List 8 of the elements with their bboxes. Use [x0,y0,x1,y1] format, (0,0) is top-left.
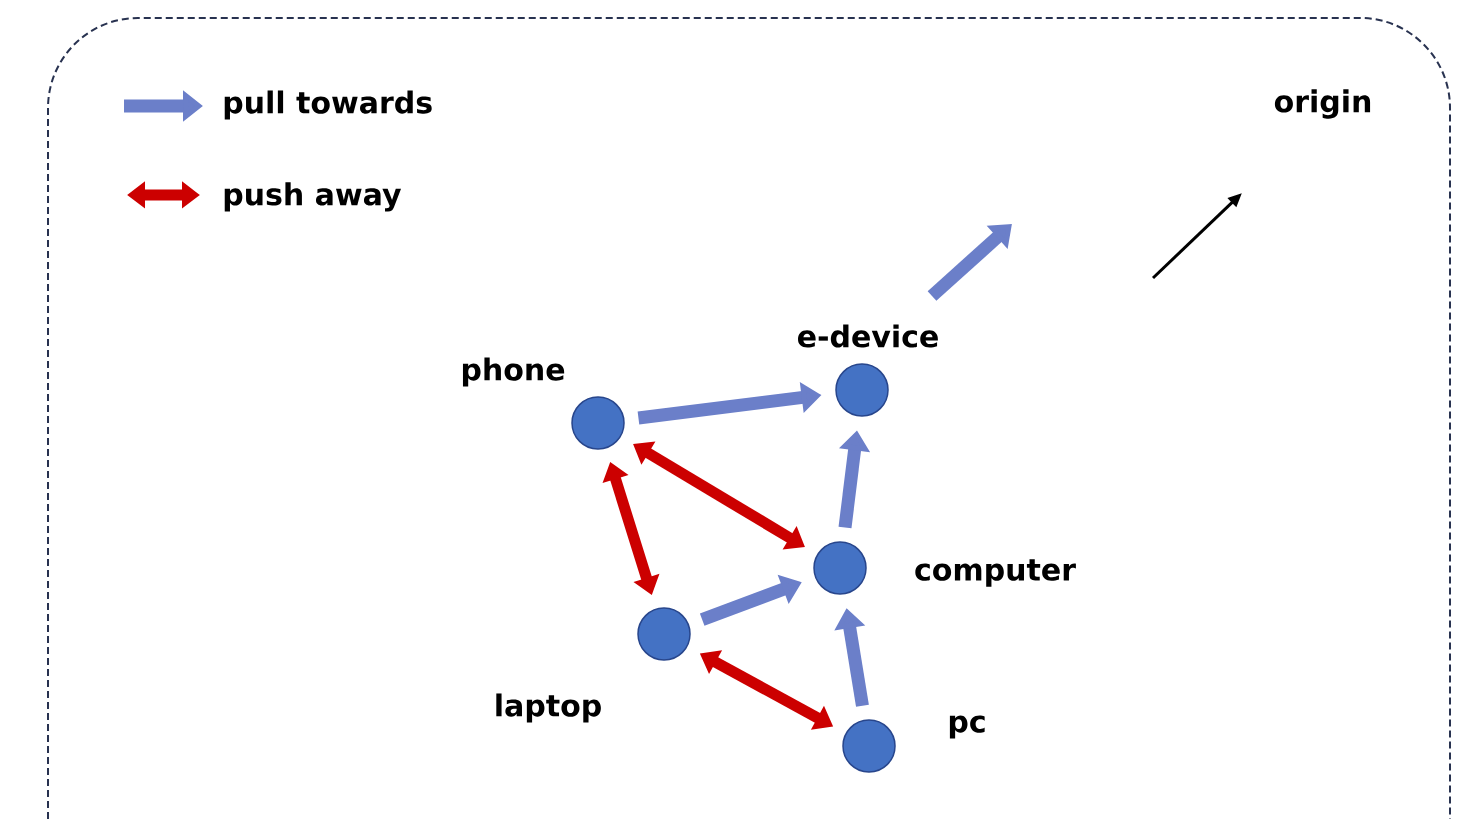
legend-text: pull towards [224,90,432,120]
origin-label: origin [1274,89,1371,119]
legend-text: push away [224,182,402,212]
node-label: e-device [798,324,938,348]
node-label: computer [915,559,1076,587]
node-label: laptop [496,693,601,723]
node-label: phone [462,357,565,387]
node-label: pc [949,715,985,739]
